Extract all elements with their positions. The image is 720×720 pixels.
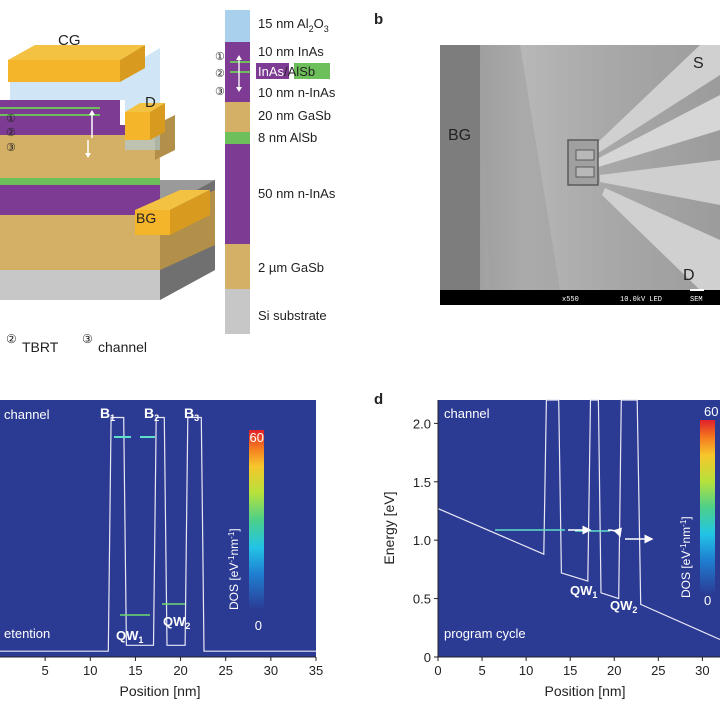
- layer-inas-alsb: InAs/AlSb: [258, 64, 315, 79]
- sem-s-label: S: [693, 55, 704, 72]
- d-ytick-label: 0: [424, 650, 431, 665]
- d-cbar-min: 0: [704, 593, 711, 608]
- d-xtick-label: 5: [478, 663, 485, 678]
- d-text-channel: channel: [444, 406, 490, 421]
- c-xtick-label: 25: [218, 663, 232, 678]
- stack-marker-3: ③: [215, 86, 225, 98]
- device-marker-2: ②: [6, 127, 16, 139]
- d-ytick-label: 0.5: [413, 592, 431, 607]
- c-cbar-min: 0: [255, 618, 262, 633]
- panel-label-d: d: [374, 391, 383, 408]
- layer-alsb-8: 8 nm AlSb: [258, 130, 317, 145]
- layer-si: Si substrate: [258, 308, 327, 323]
- d-cbar-label: DOS [eV-1nm-1]: [679, 516, 693, 598]
- layer-al2o3: 15 nm Al2O3: [258, 16, 329, 34]
- c-cbar-max: 60: [250, 430, 264, 445]
- sem-image: [440, 45, 720, 305]
- legend-channel-num: ③: [82, 332, 93, 346]
- c-xtick-label: 20: [173, 663, 187, 678]
- legend-channel: channel: [98, 339, 147, 355]
- d-text-program: program cycle: [444, 626, 526, 641]
- c-xtick-label: 30: [264, 663, 278, 678]
- sem-mag: x550: [562, 296, 579, 304]
- stack-marker-2: ②: [215, 68, 225, 80]
- device-marker-1: ①: [6, 113, 16, 125]
- d-xtick-label: 20: [607, 663, 621, 678]
- c-xtick-label: 10: [83, 663, 97, 678]
- layer-n-inas-50: 50 nm n-InAs: [258, 186, 336, 201]
- plot-d-y-ticks: 0 0.5 1.0 1.5 2.0: [413, 400, 438, 665]
- sem-d-label: D: [683, 267, 695, 284]
- c-colorbar: [249, 430, 264, 610]
- d-ytick-label: 1.0: [413, 533, 431, 548]
- d-contact: [125, 112, 150, 140]
- c-text-channel: channel: [4, 407, 50, 422]
- d-ytick-label: 1.5: [413, 475, 431, 490]
- sem-kv: 10.0kV LED: [620, 296, 662, 304]
- panel-label-b: b: [374, 11, 383, 28]
- d-xtick-label: 10: [519, 663, 533, 678]
- layer-gasb-20: 20 nm GaSb: [258, 108, 331, 123]
- d-ytick-label: 2.0: [413, 416, 431, 431]
- d-xtick-label: 30: [695, 663, 709, 678]
- bg-label: BG: [136, 210, 156, 226]
- d-xlabel: Position [nm]: [545, 683, 626, 699]
- sem-mode: SEM: [690, 296, 703, 304]
- d-label: D: [145, 94, 156, 111]
- cg-contact: [8, 60, 120, 82]
- d-xtick-label: 0: [434, 663, 441, 678]
- layer-stack: [225, 10, 250, 334]
- d-cbar-max: 60: [704, 404, 718, 419]
- layer-gasb-2um: 2 µm GaSb: [258, 260, 324, 275]
- c-cbar-label: DOS [eV-1nm-1]: [227, 528, 241, 610]
- stack-marker-1: ①: [215, 51, 225, 63]
- plot-c-x-ticks: 5 10 15 20 25 30 35: [0, 657, 323, 678]
- legend-tbrt-num: ②: [6, 332, 17, 346]
- d-xtick-label: 15: [563, 663, 577, 678]
- legend-tbrt: TBRT: [22, 339, 59, 355]
- layer-inas-top: 10 nm InAs: [258, 44, 324, 59]
- device-3d: [0, 45, 215, 300]
- sem-bg-label: BG: [448, 127, 471, 144]
- c-xtick-label: 35: [309, 663, 323, 678]
- cg-label: CG: [58, 32, 81, 49]
- d-ylabel: Energy [eV]: [381, 491, 397, 564]
- layer-n-inas-10: 10 nm n-InAs: [258, 85, 336, 100]
- c-xlabel: Position [nm]: [120, 683, 201, 699]
- plot-d-x-ticks: 0 5 10 15 20 25 30: [434, 657, 720, 678]
- d-xtick-label: 25: [651, 663, 665, 678]
- d-colorbar: [700, 420, 715, 595]
- c-xtick-label: 5: [42, 663, 49, 678]
- c-text-retention: etention: [4, 626, 50, 641]
- c-xtick-label: 15: [128, 663, 142, 678]
- device-marker-3: ③: [6, 142, 16, 154]
